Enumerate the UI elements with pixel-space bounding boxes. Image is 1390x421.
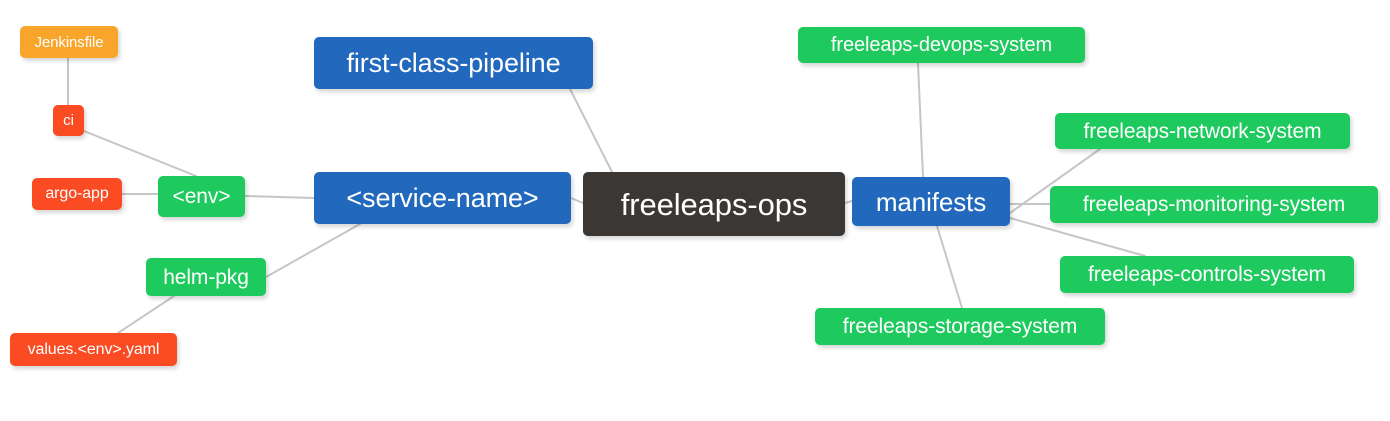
edge-helm-pkg-to-values-yaml <box>117 295 175 334</box>
edge-manifests-to-freeleaps-devops-system <box>917 62 924 178</box>
node-label: argo-app <box>45 185 109 202</box>
node-values-yaml[interactable]: values.<env>.yaml <box>10 333 177 366</box>
node-label: manifests <box>875 186 987 217</box>
node-label: freeleaps-ops <box>620 186 808 222</box>
node-label: first-class-pipeline <box>346 47 561 78</box>
edge-freeleaps-ops-to-manifests <box>844 200 853 204</box>
edge-service-name-to-env <box>244 195 315 199</box>
node-freeleaps-storage-system[interactable]: freeleaps-storage-system <box>815 308 1105 345</box>
node-label: freeleaps-controls-system <box>1088 263 1326 286</box>
node-label: Jenkinsfile <box>34 33 104 51</box>
node-label: freeleaps-monitoring-system <box>1082 193 1346 216</box>
node-freeleaps-controls-system[interactable]: freeleaps-controls-system <box>1060 256 1354 293</box>
edge-freeleaps-ops-to-first-class-pipeline <box>569 88 613 173</box>
node-freeleaps-network-system[interactable]: freeleaps-network-system <box>1055 113 1350 149</box>
edge-manifests-to-freeleaps-controls-system <box>1009 217 1146 257</box>
node-service-name[interactable]: <service-name> <box>314 172 571 224</box>
node-jenkinsfile[interactable]: Jenkinsfile <box>20 26 118 58</box>
node-label: helm-pkg <box>163 265 249 289</box>
node-freeleaps-monitoring-system[interactable]: freeleaps-monitoring-system <box>1050 186 1378 223</box>
node-label: values.<env>.yaml <box>27 340 160 358</box>
node-freeleaps-ops[interactable]: freeleaps-ops <box>583 172 845 236</box>
node-label: freeleaps-storage-system <box>842 315 1078 338</box>
node-helm-pkg[interactable]: helm-pkg <box>146 258 266 296</box>
node-label: <env> <box>172 185 231 208</box>
node-manifests[interactable]: manifests <box>852 177 1010 226</box>
node-first-class-pipeline[interactable]: first-class-pipeline <box>314 37 593 89</box>
edge-env-to-ci <box>83 130 197 177</box>
node-label: freeleaps-devops-system <box>830 34 1053 56</box>
node-label: <service-name> <box>346 182 539 213</box>
node-freeleaps-devops-system[interactable]: freeleaps-devops-system <box>798 27 1085 63</box>
edge-freeleaps-ops-to-service-name <box>570 197 584 204</box>
node-ci[interactable]: ci <box>53 105 84 136</box>
edge-manifests-to-freeleaps-storage-system <box>936 225 963 309</box>
node-label: ci <box>63 112 74 129</box>
node-env[interactable]: <env> <box>158 176 245 217</box>
edge-service-name-to-helm-pkg <box>265 223 361 278</box>
node-argo-app[interactable]: argo-app <box>32 178 122 210</box>
node-label: freeleaps-network-system <box>1083 119 1322 143</box>
